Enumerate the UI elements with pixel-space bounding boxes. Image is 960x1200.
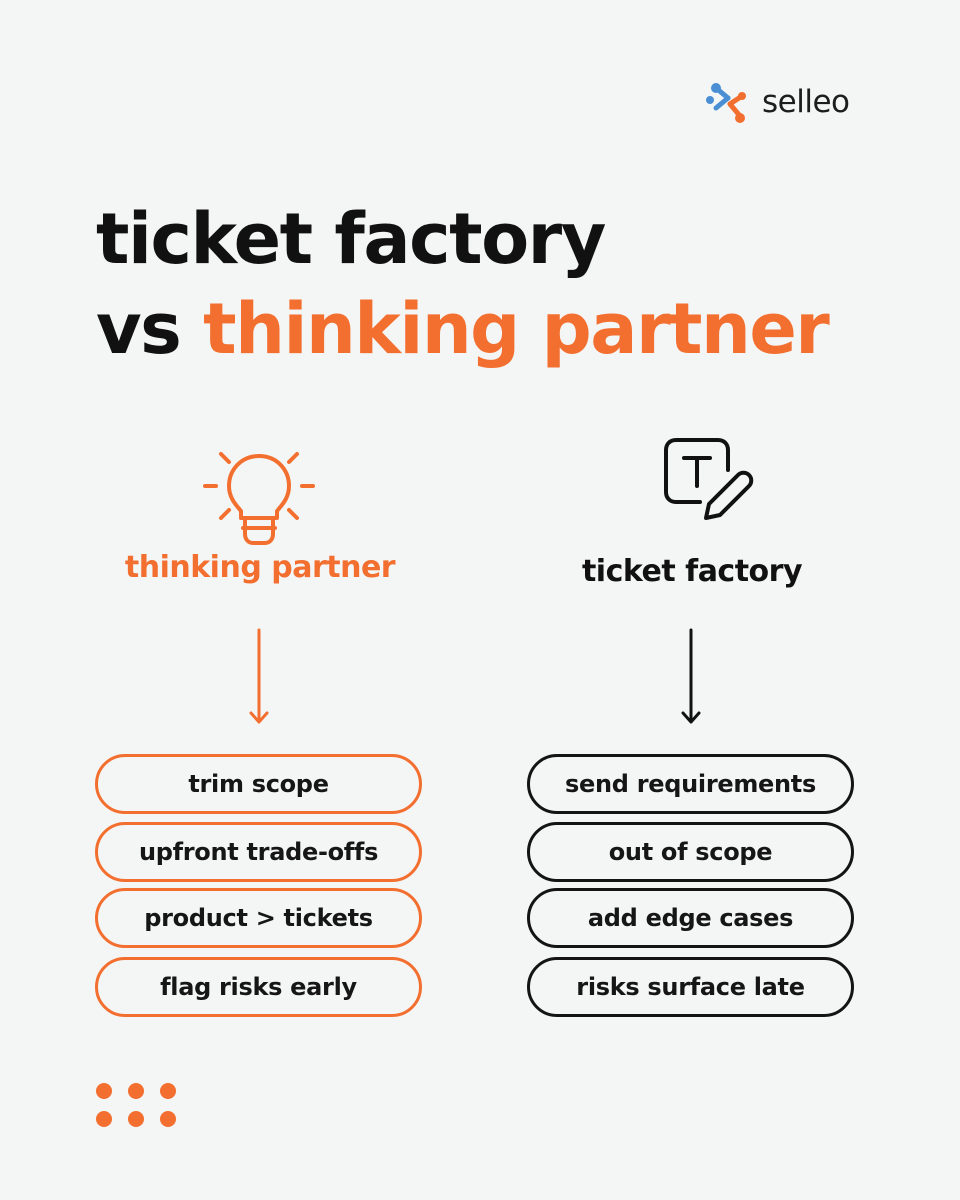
selleo-logo-icon <box>706 83 746 123</box>
dot-grid-icon <box>96 1083 176 1127</box>
list-item: out of scope <box>527 822 854 882</box>
dot <box>96 1083 112 1099</box>
dot <box>160 1111 176 1127</box>
brand-logo: selleo <box>706 74 850 130</box>
list-item: upfront trade-offs <box>95 822 422 882</box>
dot <box>128 1083 144 1099</box>
page-title: ticket factory vs thinking partner <box>96 194 830 374</box>
title-line-1: ticket factory <box>96 198 606 280</box>
list-item: send requirements <box>527 754 854 814</box>
list-item: risks surface late <box>527 957 854 1017</box>
list-item: add edge cases <box>527 888 854 948</box>
title-accent: thinking partner <box>203 288 830 370</box>
text-edit-icon <box>662 436 758 530</box>
title-line-2: vs thinking partner <box>96 284 830 374</box>
title-vs: vs <box>96 288 182 370</box>
dot <box>128 1111 144 1127</box>
list-item: flag risks early <box>95 957 422 1017</box>
list-item: product > tickets <box>95 888 422 948</box>
brand-name: selleo <box>762 84 850 120</box>
column-title: ticket factory <box>581 554 803 589</box>
dot <box>96 1111 112 1127</box>
dot <box>160 1083 176 1099</box>
arrow-down-icon <box>681 628 701 724</box>
arrow-down-icon <box>249 628 269 724</box>
lightbulb-icon <box>201 434 317 556</box>
column-title: thinking partner <box>124 550 396 585</box>
list-item: trim scope <box>95 754 422 814</box>
